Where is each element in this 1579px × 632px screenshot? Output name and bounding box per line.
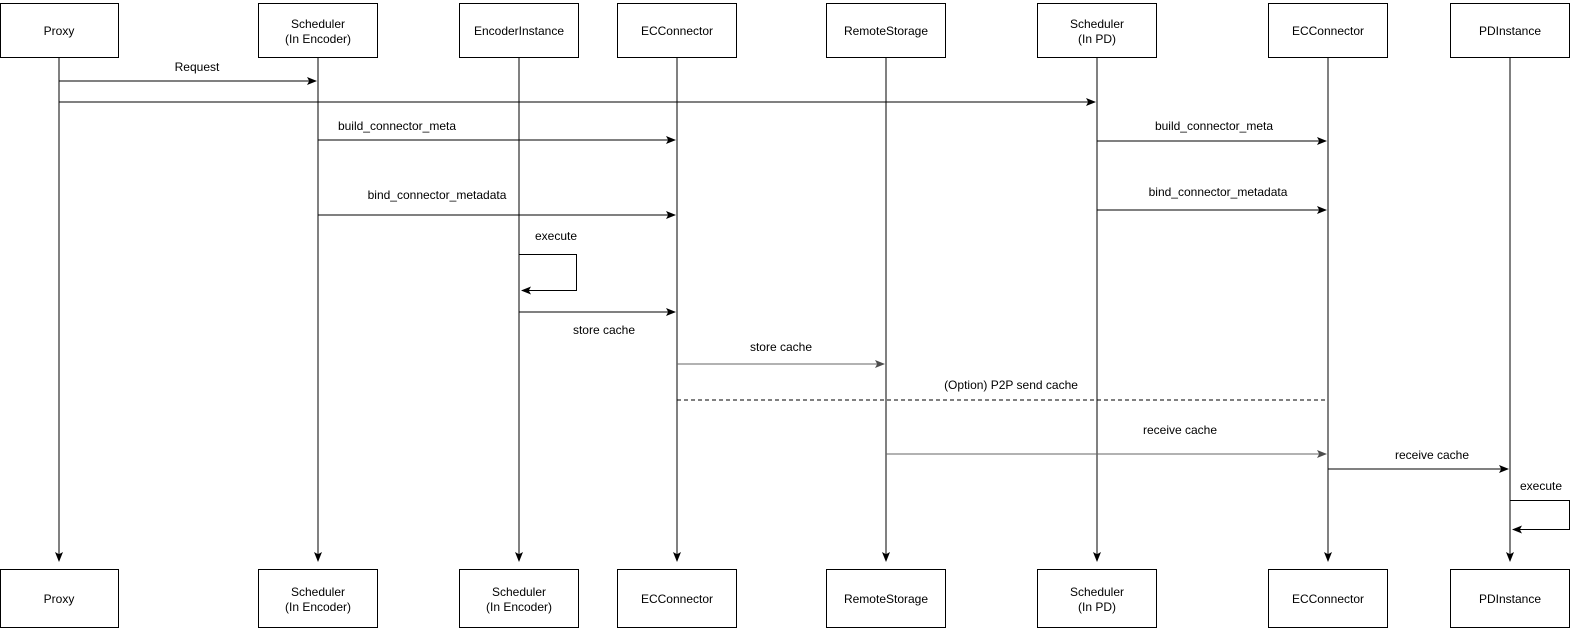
message-label-build-connector-meta-right: build_connector_meta bbox=[1155, 119, 1273, 133]
actor-label: ECConnector bbox=[1292, 24, 1364, 38]
actor-box bbox=[258, 569, 378, 628]
actors-top: Proxy Scheduler (In Encoder) EncoderInst… bbox=[0, 3, 1570, 58]
actor-label-line1: Scheduler bbox=[492, 585, 546, 599]
actor-bottom-pdinstance: PDInstance bbox=[1450, 569, 1570, 628]
actor-label: ECConnector bbox=[641, 24, 713, 38]
actor-bottom-remotestorage: RemoteStorage bbox=[826, 569, 946, 628]
actor-box bbox=[1037, 569, 1157, 628]
actor-label: RemoteStorage bbox=[844, 592, 928, 606]
actor-bottom-scheduler-pd: Scheduler (In PD) bbox=[1037, 569, 1157, 628]
actor-label-line2: (In Encoder) bbox=[285, 32, 351, 46]
actor-box bbox=[1450, 3, 1570, 58]
actor-box bbox=[1037, 3, 1157, 58]
actor-top-remotestorage: RemoteStorage bbox=[826, 3, 946, 58]
actor-bottom-scheduler-encoder-1: Scheduler (In Encoder) bbox=[258, 569, 378, 628]
message-label-bind-connector-metadata-left: bind_connector_metadata bbox=[368, 188, 507, 202]
message-label-bind-connector-metadata-right: bind_connector_metadata bbox=[1149, 185, 1288, 199]
actor-label-line2: (In PD) bbox=[1078, 600, 1116, 614]
actor-label: EncoderInstance bbox=[474, 24, 564, 38]
messages: Request build_connector_meta bind_connec… bbox=[59, 60, 1570, 534]
actor-box bbox=[617, 3, 737, 58]
actor-label-line1: Scheduler bbox=[291, 17, 345, 31]
actor-top-ecconnector-right: ECConnector bbox=[1268, 3, 1388, 58]
message-label-receive-cache-2: receive cache bbox=[1395, 448, 1469, 462]
actor-label: ECConnector bbox=[641, 592, 713, 606]
actor-label-line2: (In PD) bbox=[1078, 32, 1116, 46]
actor-box bbox=[258, 3, 378, 58]
message-label-store-cache-1: store cache bbox=[573, 323, 635, 337]
actor-bottom-scheduler-encoder-2: Scheduler (In Encoder) bbox=[459, 569, 579, 628]
message-selfloop-execute-pd bbox=[1510, 500, 1570, 534]
actors-bottom: Proxy Scheduler (In Encoder) Scheduler (… bbox=[0, 569, 1570, 628]
actor-label-line1: Scheduler bbox=[1070, 17, 1124, 31]
actor-box bbox=[459, 3, 579, 58]
actor-box bbox=[617, 569, 737, 628]
actor-label: ECConnector bbox=[1292, 592, 1364, 606]
actor-box bbox=[826, 569, 946, 628]
message-label-receive-cache-1: receive cache bbox=[1143, 423, 1217, 437]
message-label-execute-pd: execute bbox=[1520, 479, 1562, 493]
actor-label: Proxy bbox=[44, 592, 75, 606]
actor-label-line1: Scheduler bbox=[1070, 585, 1124, 599]
actor-label-line2: (In Encoder) bbox=[486, 600, 552, 614]
actor-label-line1: Scheduler bbox=[291, 585, 345, 599]
actor-label: PDInstance bbox=[1479, 592, 1541, 606]
actor-box bbox=[0, 3, 119, 58]
actor-box bbox=[826, 3, 946, 58]
lifelines bbox=[55, 57, 1514, 562]
message-label-execute-encoder: execute bbox=[535, 229, 577, 243]
actor-top-scheduler-encoder: Scheduler (In Encoder) bbox=[258, 3, 378, 58]
actor-box bbox=[0, 569, 119, 628]
message-label-build-connector-meta-left: build_connector_meta bbox=[338, 119, 456, 133]
message-label-store-cache-2: store cache bbox=[750, 340, 812, 354]
actor-box bbox=[1450, 569, 1570, 628]
actor-bottom-proxy: Proxy bbox=[0, 569, 119, 628]
actor-top-pdinstance: PDInstance bbox=[1450, 3, 1570, 58]
actor-bottom-ecconnector-left: ECConnector bbox=[617, 569, 737, 628]
message-label-p2p-send-cache: (Option) P2P send cache bbox=[944, 378, 1078, 392]
actor-bottom-ecconnector-right: ECConnector bbox=[1268, 569, 1388, 628]
actor-top-scheduler-pd: Scheduler (In PD) bbox=[1037, 3, 1157, 58]
actor-top-proxy: Proxy bbox=[0, 3, 119, 58]
actor-label: RemoteStorage bbox=[844, 24, 928, 38]
actor-label-line2: (In Encoder) bbox=[285, 600, 351, 614]
actor-box bbox=[1268, 569, 1388, 628]
actor-top-ecconnector-left: ECConnector bbox=[617, 3, 737, 58]
message-label-request: Request bbox=[175, 60, 220, 74]
actor-top-encoderinstance: EncoderInstance bbox=[459, 3, 579, 58]
message-selfloop-execute-encoder bbox=[519, 254, 577, 295]
actor-box bbox=[459, 569, 579, 628]
actor-label: PDInstance bbox=[1479, 24, 1541, 38]
actor-label: Proxy bbox=[44, 24, 75, 38]
actor-box bbox=[1268, 3, 1388, 58]
